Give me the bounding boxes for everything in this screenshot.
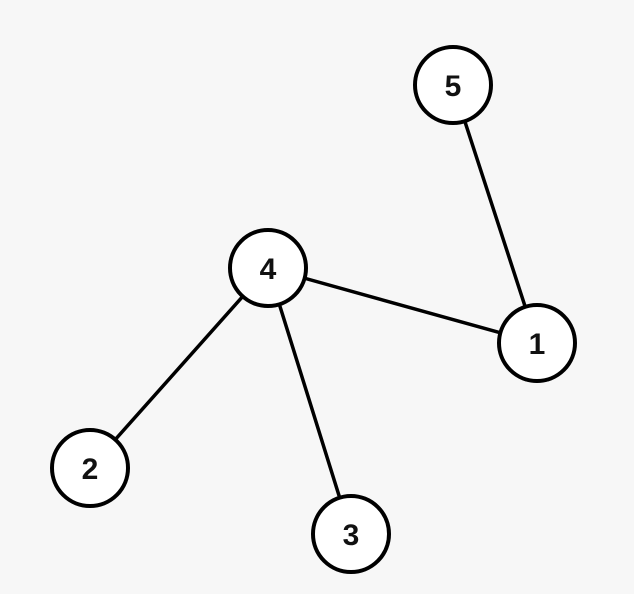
edge-4-3	[266, 266, 353, 536]
edge-4-1	[266, 266, 539, 345]
edge-5-1	[451, 83, 539, 345]
edges-layer	[88, 83, 539, 536]
node-1-circle[interactable]	[497, 303, 577, 383]
node-2-circle[interactable]	[50, 428, 130, 508]
node-4-circle[interactable]	[228, 228, 308, 308]
node-3-circle[interactable]	[311, 494, 391, 574]
node-5[interactable]: 5	[413, 45, 493, 125]
node-1[interactable]: 1	[497, 303, 577, 383]
node-2[interactable]: 2	[50, 428, 130, 508]
node-3[interactable]: 3	[311, 494, 391, 574]
nodes-layer: 5 4 1 2 3	[50, 45, 577, 574]
node-4[interactable]: 4	[228, 228, 308, 308]
node-5-circle[interactable]	[413, 45, 493, 125]
edge-4-2	[88, 266, 270, 470]
